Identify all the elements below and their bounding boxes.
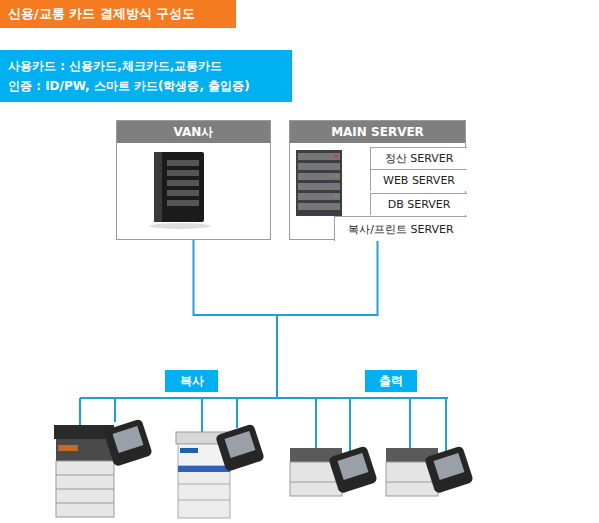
copier-head — [56, 439, 114, 461]
copier-cabinet — [56, 461, 114, 517]
card-reader — [424, 445, 474, 494]
laser-printer — [290, 448, 342, 496]
reader-body — [424, 445, 474, 494]
trunk-wire — [276, 315, 278, 398]
node-pill: 복사 — [165, 370, 218, 392]
node-tag: DB SERVER — [370, 193, 467, 215]
copier-panel — [180, 448, 198, 453]
copier-cabinet — [178, 466, 230, 518]
drawer-line — [386, 482, 438, 483]
node-tag: 복사/프린트 SERVER — [334, 216, 467, 241]
card-reader — [103, 418, 153, 467]
drop-wire — [349, 398, 351, 452]
printer-body — [386, 462, 438, 496]
node-text: 정산 SERVER — [385, 151, 454, 166]
node-info: 사용카드 : 신용카드,체크카드,교통카드인증 : ID/PW, 스마트 카드(… — [0, 50, 292, 102]
drop-wire — [201, 398, 203, 432]
scanner-lid — [54, 425, 114, 439]
drop-wire — [445, 398, 447, 452]
drop-wire — [315, 398, 317, 448]
copier-head — [178, 444, 230, 466]
drop-wire — [79, 398, 81, 425]
node-pill: 출력 — [365, 370, 417, 392]
reader-body — [103, 418, 153, 467]
node-text: 복사 — [180, 373, 204, 390]
node-tag: WEB SERVER — [370, 169, 467, 191]
copier-white — [176, 432, 230, 518]
node-panel: MAIN SERVER 정산 SERVER WEB SERVER DB SERVER 복… — [289, 120, 466, 240]
node-text: 출력 — [379, 373, 403, 390]
reader-screen — [225, 431, 256, 458]
copier-large — [54, 425, 114, 517]
title-banner: 신용/교통 카드 결제방식 구성도 — [0, 0, 236, 28]
drawer-line — [178, 484, 230, 485]
node-tag: 정산 SERVER — [370, 147, 467, 169]
drop-wire — [236, 398, 238, 428]
scanner-lid — [176, 432, 230, 444]
drawer-line — [56, 503, 114, 504]
printer-top — [386, 448, 438, 462]
printer-top — [290, 448, 342, 462]
node-text: 인증 : ID/PW, 스마트 카드(학생증, 출입증) — [8, 76, 284, 96]
printer-body — [290, 462, 342, 496]
drawer-line — [56, 489, 114, 490]
network-wires — [80, 315, 448, 452]
drop-wire — [409, 398, 411, 448]
network-connector — [194, 240, 378, 315]
drawer-line — [178, 500, 230, 501]
reader-body — [215, 423, 265, 472]
reader-screen — [434, 453, 465, 480]
drawer-line — [290, 482, 342, 483]
title-text: 신용/교통 카드 결제방식 구성도 — [8, 5, 195, 23]
copier-tray — [58, 445, 78, 451]
copier-stripe — [178, 466, 230, 472]
card-reader — [215, 423, 265, 472]
drawer-line — [56, 475, 114, 476]
panel-heading: MAIN SERVER — [290, 121, 465, 143]
node-text: 복사/프린트 SERVER — [348, 222, 453, 237]
bus-wire — [80, 397, 448, 399]
node-text: WEB SERVER — [383, 174, 455, 187]
node-panel: VAN사 — [116, 120, 271, 240]
reader-screen — [113, 426, 144, 453]
card-reader — [328, 445, 378, 494]
laser-printer — [386, 448, 438, 496]
node-text: 사용카드 : 신용카드,체크카드,교통카드 — [8, 56, 284, 76]
panel-heading: VAN사 — [117, 121, 270, 143]
reader-body — [328, 445, 378, 494]
node-text: DB SERVER — [388, 198, 451, 211]
drop-wire — [114, 398, 116, 422]
reader-screen — [338, 453, 369, 480]
